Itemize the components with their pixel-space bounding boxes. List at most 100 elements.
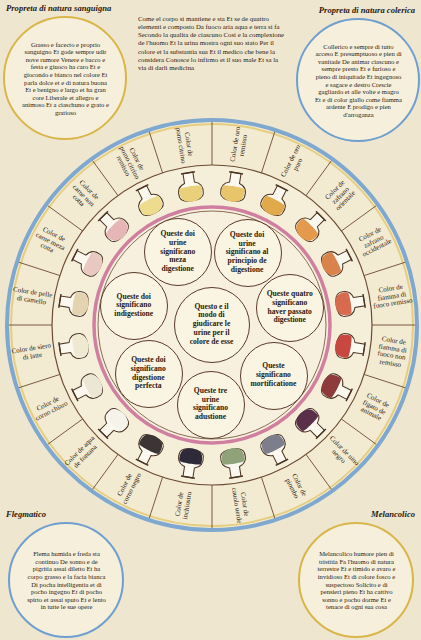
- urine-flask: [131, 182, 166, 219]
- flask-urine: [105, 405, 132, 432]
- inner-ring: [94, 207, 330, 443]
- flask-glass: [94, 405, 131, 442]
- urine-flask: [69, 371, 106, 406]
- color-label: Color de carne non cotta: [61, 174, 106, 219]
- inner-ring-line: [98, 211, 326, 439]
- color-label: Color de piombo: [279, 466, 311, 509]
- flask-glass: [219, 171, 248, 203]
- flask-glass: [334, 332, 366, 361]
- urine-group-text: Queste doi urine significano al principi…: [223, 231, 271, 275]
- sector-divider: [306, 161, 331, 196]
- color-label: Color de corno negro: [113, 466, 145, 509]
- flask-rim: [346, 249, 352, 261]
- flask-glass: [69, 244, 105, 279]
- flask-rim: [316, 429, 326, 439]
- sector-divider: [372, 325, 415, 326]
- flask-glass: [131, 182, 166, 218]
- flask-urine: [82, 372, 106, 399]
- temperament-circle: Propreta di natura sanguignaGrasso e fac…: [3, 16, 127, 140]
- flask-rim: [59, 342, 61, 356]
- urine-flask: [292, 207, 330, 245]
- flask-glass: [219, 447, 248, 479]
- flask-urine: [292, 405, 319, 432]
- urine-flask: [219, 171, 248, 204]
- color-label: Color de pomo citrino remisso: [110, 140, 149, 186]
- color-label: Color de carne meza cotta: [27, 223, 73, 262]
- flask-urine: [179, 447, 204, 466]
- flask-rim: [181, 476, 195, 478]
- flask-rim: [59, 294, 61, 308]
- color-label: Color de inchiostro: [173, 484, 194, 526]
- flask-urine: [138, 431, 165, 455]
- urine-flask: [176, 171, 205, 204]
- urine-group-circle: Queste quatro significano haver passato …: [256, 274, 324, 342]
- flask-glass: [318, 244, 354, 279]
- flask-glass: [176, 447, 205, 479]
- sector-divider: [364, 374, 405, 387]
- temperament-circle: MelancolicoMelancolico humore pien di tr…: [298, 522, 414, 638]
- flask-urine: [105, 218, 132, 245]
- outer-ring-wash: [11, 124, 413, 526]
- color-label: Color de siero di latte: [11, 343, 53, 364]
- flask-glass: [292, 405, 329, 442]
- flask-rim: [363, 294, 365, 308]
- sector-divider: [341, 419, 376, 444]
- outer-ring: [7, 120, 417, 530]
- flask-rim: [229, 476, 243, 478]
- flask-rim: [72, 389, 78, 401]
- urine-flask: [318, 244, 355, 279]
- flask-urine: [138, 195, 165, 219]
- color-label: Color de aqua de fontana: [64, 434, 103, 473]
- urine-group-circle: Queste tre urine significano adustione: [177, 371, 245, 439]
- urine-group-circle: Queste doi significano indigestione: [100, 272, 168, 340]
- sector-divider: [261, 477, 274, 518]
- urine-flask: [69, 244, 106, 279]
- flask-rim: [72, 249, 78, 261]
- verse-block: Come el corpo si mantiene e sta Et se de…: [138, 15, 288, 72]
- urine-flask: [58, 289, 91, 318]
- temperament-verse: Flema humida e freda sta continuo De son…: [26, 550, 107, 611]
- temperament-verse: Grasso e facecto e proprio sanguigno Et …: [22, 41, 109, 117]
- flask-glass: [292, 207, 329, 244]
- flask-urine: [220, 184, 245, 203]
- flask-glass: [258, 182, 293, 218]
- temperament-verse: Collerico e sempre di tutto acceso E pre…: [315, 43, 402, 119]
- flask-urine: [220, 447, 245, 466]
- urine-flask: [94, 405, 132, 443]
- flask-rim: [136, 185, 148, 191]
- sector-divider: [149, 132, 162, 173]
- urine-flask: [334, 289, 367, 318]
- urine-flask: [58, 332, 91, 361]
- flask-band: [9, 122, 415, 528]
- flask-rim: [363, 342, 365, 356]
- color-label: Color de figato de animale: [351, 388, 397, 427]
- sector-divider: [261, 132, 274, 173]
- sector-divider: [341, 206, 376, 231]
- temperament-verse: Melancolico humore pien di tristitia Fa …: [316, 550, 397, 611]
- color-label: Color de oro remisso: [230, 124, 251, 166]
- urine-group-circle: Queste significano mortificatione: [240, 342, 308, 410]
- flask-urine: [71, 333, 90, 358]
- label-band-edge: [52, 165, 372, 485]
- urine-flask: [334, 332, 367, 361]
- color-label: Color de corno chiaro: [29, 392, 72, 424]
- flask-rim: [276, 459, 288, 465]
- flask-glass: [131, 431, 166, 467]
- urine-flask: [176, 447, 205, 480]
- flask-urine: [334, 292, 353, 317]
- urine-group-text: Questo e il modo di giudicare le urine p…: [185, 303, 238, 347]
- temperament-circle: FlegmaticoFlema humida e freda sta conti…: [8, 522, 124, 638]
- flask-urine: [318, 372, 342, 399]
- flask-rim: [346, 389, 352, 401]
- sector-divider: [149, 477, 162, 518]
- urine-flask: [131, 431, 166, 468]
- sector-divider: [212, 122, 213, 165]
- sector-divider: [306, 454, 331, 489]
- flask-glass: [258, 431, 293, 467]
- sector-divider: [93, 454, 118, 489]
- color-label: Color de uino negro: [321, 434, 360, 473]
- flask-rim: [229, 172, 243, 174]
- color-label: Color de zafrano orientale: [318, 174, 363, 219]
- urine-group-circle: Queste doi urine significano meza digest…: [144, 218, 212, 286]
